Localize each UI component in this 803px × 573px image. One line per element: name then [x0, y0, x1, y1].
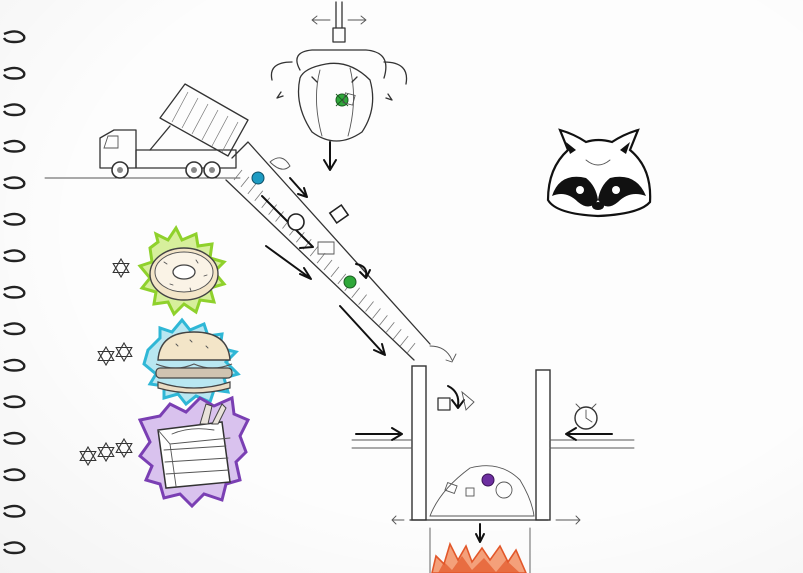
- rating-star-icon: [116, 439, 132, 457]
- spiral-ring: [4, 104, 24, 115]
- dump-truck-icon[interactable]: [100, 84, 248, 178]
- rating-star-icon: [116, 343, 132, 361]
- incinerator-fire-icon: [432, 544, 526, 573]
- rating-star-icon: [98, 443, 114, 461]
- spiral-binding: [4, 31, 24, 553]
- food-reward-noodle-box[interactable]: [140, 398, 248, 506]
- spiral-ring: [4, 250, 24, 261]
- star-rating-donut: [113, 259, 129, 277]
- spiral-ring: [4, 323, 24, 334]
- spiral-ring: [4, 360, 24, 371]
- star-rating-burger: [98, 343, 132, 365]
- raccoon-face-icon[interactable]: [548, 130, 650, 216]
- rating-star-icon: [80, 447, 96, 465]
- food-reward-donut[interactable]: [140, 228, 224, 314]
- spiral-ring: [4, 68, 24, 79]
- star-rating-noodle-box: [80, 439, 132, 465]
- conveyor-ramp: [226, 142, 456, 362]
- spiral-ring: [4, 396, 24, 407]
- alarm-clock-icon[interactable]: [575, 404, 597, 429]
- spiral-ring: [4, 177, 24, 188]
- spiral-ring: [4, 31, 24, 42]
- rating-star-icon: [113, 259, 129, 277]
- spiral-ring: [4, 506, 24, 517]
- rating-star-icon: [98, 347, 114, 365]
- spiral-ring: [4, 433, 24, 444]
- food-reward-burger[interactable]: [144, 320, 238, 404]
- spiral-ring: [4, 287, 24, 298]
- spiral-ring: [4, 141, 24, 152]
- spiral-ring: [4, 469, 24, 480]
- spiral-ring: [4, 542, 24, 553]
- incinerator-bin: [352, 366, 634, 573]
- claw-crane-icon[interactable]: [271, 2, 406, 170]
- spiral-ring: [4, 214, 24, 225]
